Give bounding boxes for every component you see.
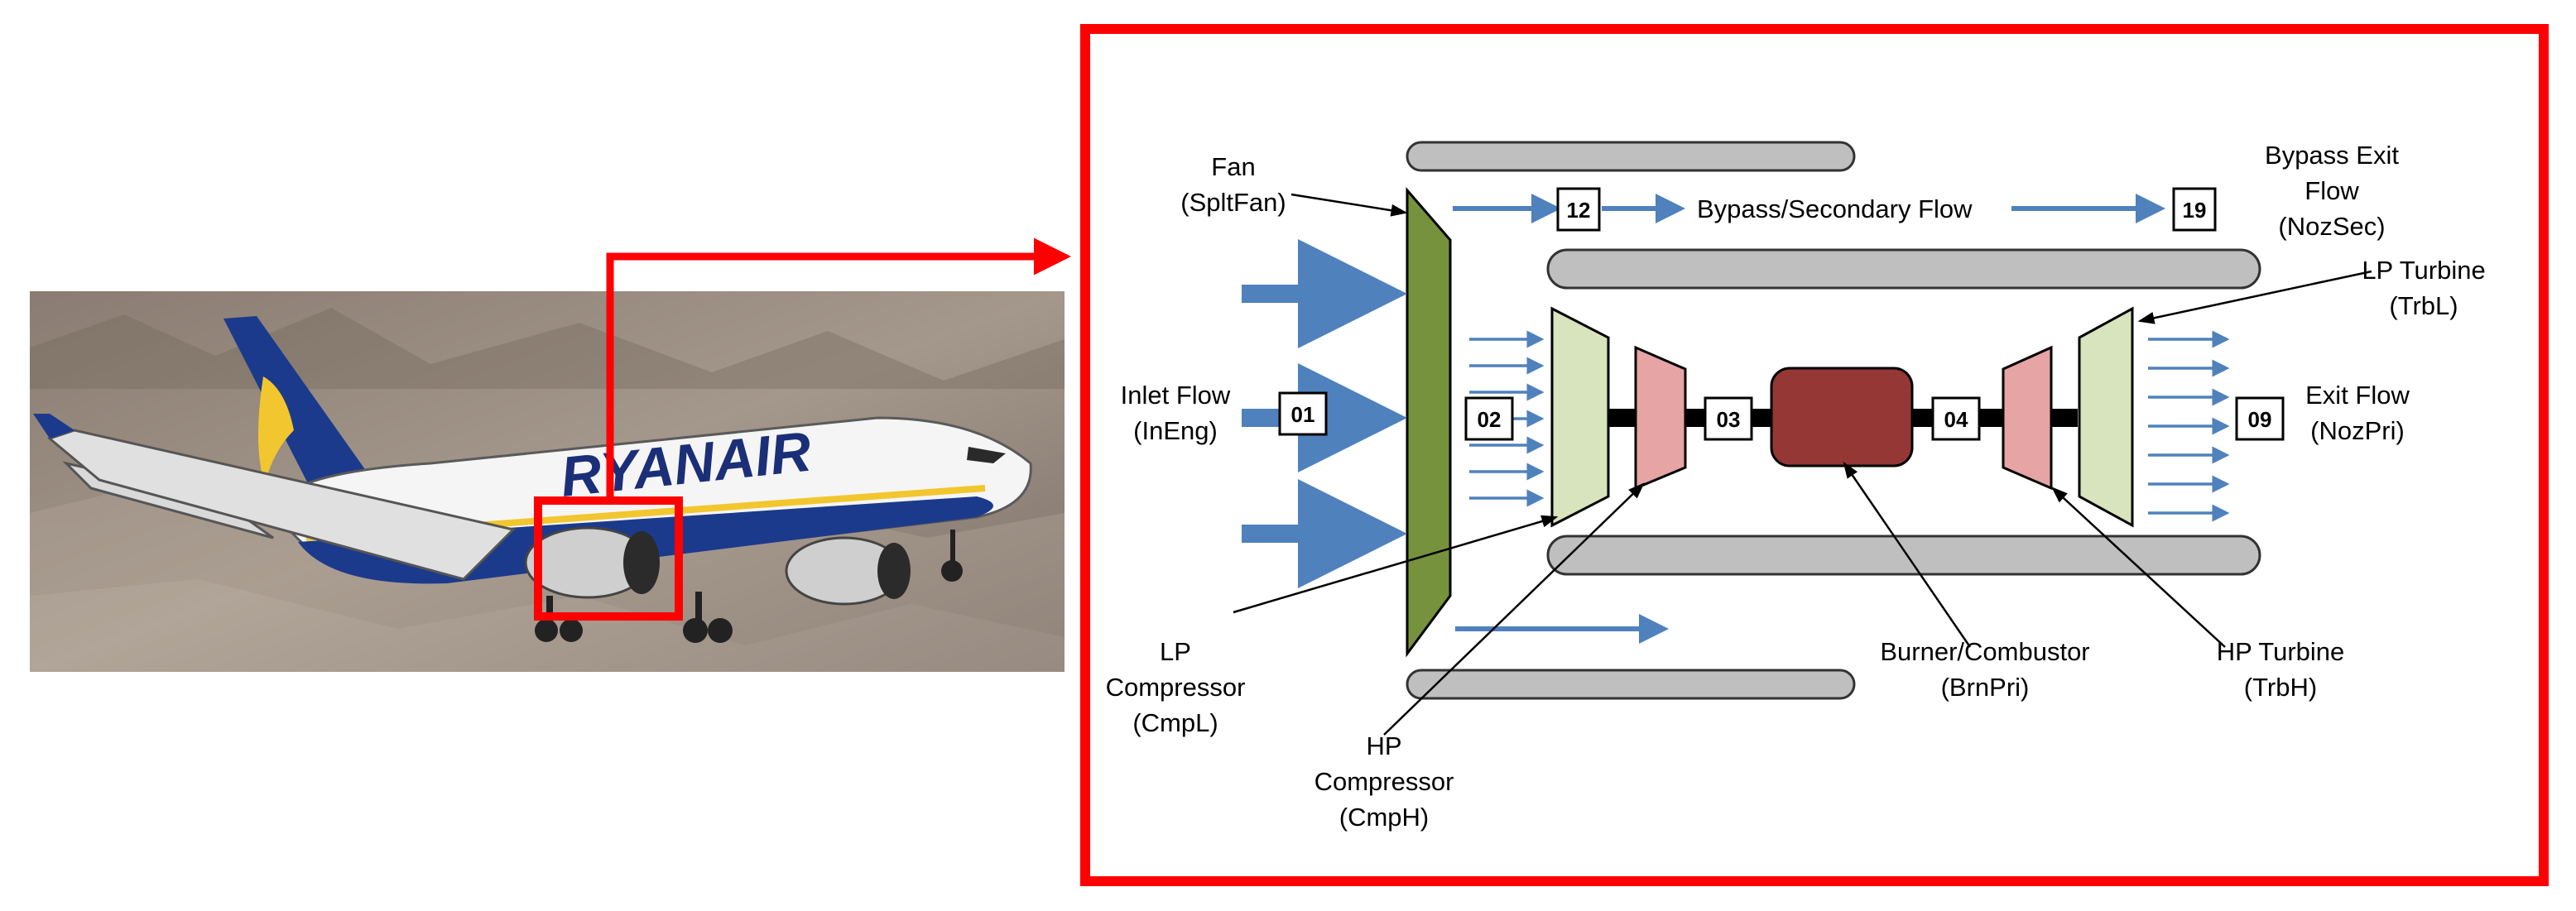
core-casing-bottom [1546,535,2261,576]
second-engine [785,536,911,606]
fan-label: Fan [1211,152,1255,181]
hp-compressor-code: (CmpH) [1339,803,1430,832]
station-01: 01 [1278,391,1328,436]
inlet-flow-label: Inlet Flow [1121,381,1231,410]
fan-blade [1406,186,1452,658]
lp-compressor-code: (CmpL) [1132,708,1218,737]
lp-compressor-leader [1233,515,1559,614]
station-09-label: 09 [2248,407,2272,432]
burner-code: (BrnPri) [1941,673,2030,702]
station-03: 03 [1704,396,1753,441]
exit-flow-code: (NozPri) [2310,416,2405,445]
highlighted-engine [524,526,660,599]
fan-leader [1290,193,1408,217]
station-02: 02 [1464,396,1514,441]
bypass-exit-code: (NozSec) [2278,212,2385,241]
hp-turbine-code: (TrbH) [2244,673,2317,702]
bypass-flow-label: Bypass/Secondary Flow [1697,194,1973,223]
tail-fin [223,316,372,496]
station-04-label: 04 [1944,407,1968,432]
station-04: 04 [1931,396,1981,441]
station-19: 19 [2172,187,2217,232]
hp-turbine [2002,345,2053,491]
lp-turbine-code: (TrbL) [2389,291,2458,320]
station-12: 12 [1556,187,1601,232]
burner-leader [1843,461,1972,648]
hp-compressor-label-line1: HP [1366,731,1401,760]
fan-code: (SpltFan) [1180,188,1286,217]
station-01-label: 01 [1291,402,1315,427]
bypass-exit-label-line1: Bypass Exit [2265,141,2399,170]
hp-compressor [1634,345,1687,491]
airplane-photo: RYANAIR [30,291,1065,672]
harp-logo-icon [257,376,294,484]
hp-compressor-leader [1383,482,1645,736]
exit-flow-label: Exit Flow [2305,381,2410,410]
station-09: 09 [2235,396,2285,441]
outer-nacelle-top [1406,141,1856,172]
station-19-label: 19 [2183,198,2207,223]
hp-turbine-leader [2051,487,2226,648]
station-12-label: 12 [1567,198,1591,223]
core-casing-top [1546,248,2261,290]
outer-nacelle-bottom [1406,669,1856,700]
hp-compressor-label-line2: Compressor [1314,767,1454,796]
zoom-connector-arrow [606,237,1071,501]
burner-label: Burner/Combustor [1880,637,2089,666]
burner-combustor [1770,367,1914,467]
lp-turbine [2078,306,2134,528]
station-03-label: 03 [1717,407,1741,432]
component-labels: Fan (SpltFan) Inlet Flow (InEng) Bypass/… [1106,141,2486,832]
lp-compressor-label-line2: Compressor [1106,673,1246,702]
inlet-flow-code: (InEng) [1133,416,1218,445]
leader-lines [1233,193,2372,736]
bypass-exit-label-line2: Flow [2304,176,2359,205]
lp-turbine-label: LP Turbine [2362,256,2485,285]
lp-compressor [1550,306,1610,528]
winglet [33,414,74,439]
lp-turbine-leader [2137,270,2372,324]
near-wing [46,429,516,581]
cockpit-windows [967,447,1006,463]
lp-compressor-label-line1: LP [1160,637,1191,666]
core-exit-arrows [2148,330,2230,522]
station-02-label: 02 [1478,407,1502,432]
turbofan-schematic: 01 02 03 04 09 12 19 [1106,141,2486,832]
hp-turbine-label: HP Turbine [2217,637,2345,666]
